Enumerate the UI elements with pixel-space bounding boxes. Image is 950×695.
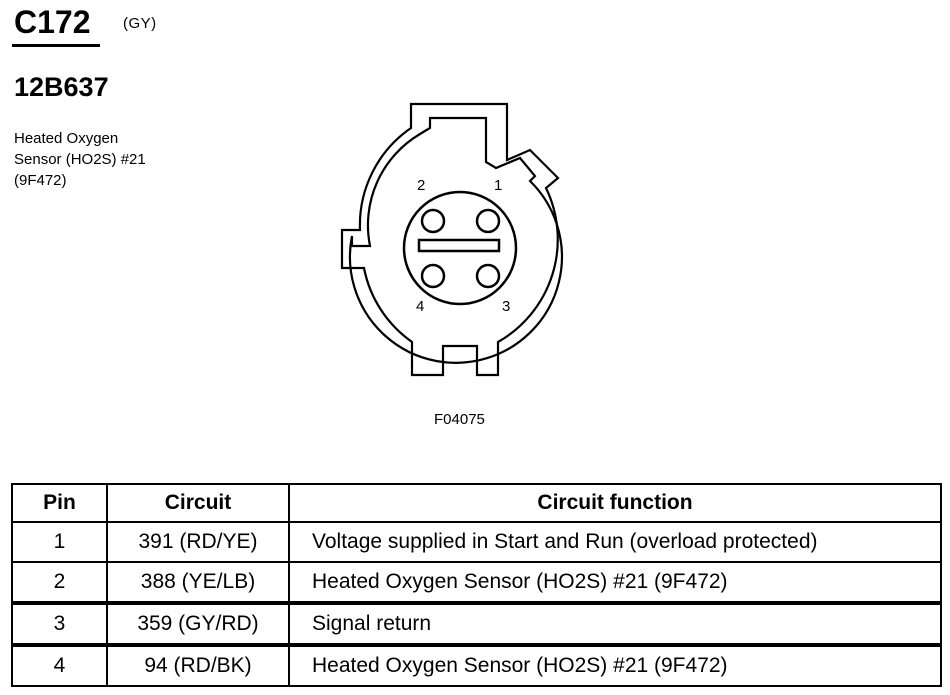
connector-face (402, 190, 518, 306)
part-number: 12B637 (14, 72, 109, 102)
pin-label-2: 2 (417, 177, 425, 194)
cell-circuit: 388 (YE/LB) (106, 561, 290, 604)
cell-pin: 1 (11, 521, 108, 563)
pin-cavity-1 (475, 208, 501, 234)
component-line-2: Sensor (HO2S) #21 (14, 151, 146, 168)
cell-circuit: 359 (GY/RD) (106, 601, 290, 646)
cell-circuit: 391 (RD/YE) (106, 521, 290, 563)
table-row: 2 388 (YE/LB) Heated Oxygen Sensor (HO2S… (11, 561, 942, 604)
connector-id: C172 (14, 4, 91, 40)
connector-id-underline (12, 44, 100, 47)
header-pin: Pin (11, 483, 108, 523)
component-line-1: Heated Oxygen (14, 130, 119, 147)
cell-function: Voltage supplied in Start and Run (overl… (288, 521, 942, 563)
cell-pin: 4 (11, 643, 108, 687)
component-line-3: (9F472) (14, 172, 67, 189)
pinout-table: Pin Circuit Circuit function 1 391 (RD/Y… (11, 483, 942, 687)
pin-cavity-2 (420, 208, 446, 234)
component-description: Heated Oxygen Sensor (HO2S) #21 (9F472) (14, 128, 146, 191)
cell-circuit: 94 (RD/BK) (106, 643, 290, 687)
pin-label-4: 4 (416, 298, 424, 315)
connector-face-diagram: 2 1 4 3 (340, 102, 564, 377)
cell-function: Heated Oxygen Sensor (HO2S) #21 (9F472) (288, 643, 942, 687)
cell-function: Signal return (288, 601, 942, 646)
figure-code: F04075 (434, 411, 485, 428)
header-circuit-function: Circuit function (288, 483, 942, 523)
header-circuit: Circuit (106, 483, 290, 523)
pin-cavity-4 (420, 263, 446, 289)
cell-pin: 3 (11, 601, 108, 646)
pin-label-3: 3 (502, 298, 510, 315)
connector-color-code: (GY) (123, 15, 157, 32)
cell-pin: 2 (11, 561, 108, 604)
polarization-bar (417, 238, 501, 253)
table-row: 3 359 (GY/RD) Signal return (11, 601, 942, 646)
table-header-row: Pin Circuit Circuit function (11, 483, 942, 523)
table-row: 4 94 (RD/BK) Heated Oxygen Sensor (HO2S)… (11, 643, 942, 687)
cell-function: Heated Oxygen Sensor (HO2S) #21 (9F472) (288, 561, 942, 604)
pin-cavity-3 (475, 263, 501, 289)
pin-label-1: 1 (494, 177, 502, 194)
table-row: 1 391 (RD/YE) Voltage supplied in Start … (11, 521, 942, 563)
connector-inner-outline (348, 116, 564, 364)
